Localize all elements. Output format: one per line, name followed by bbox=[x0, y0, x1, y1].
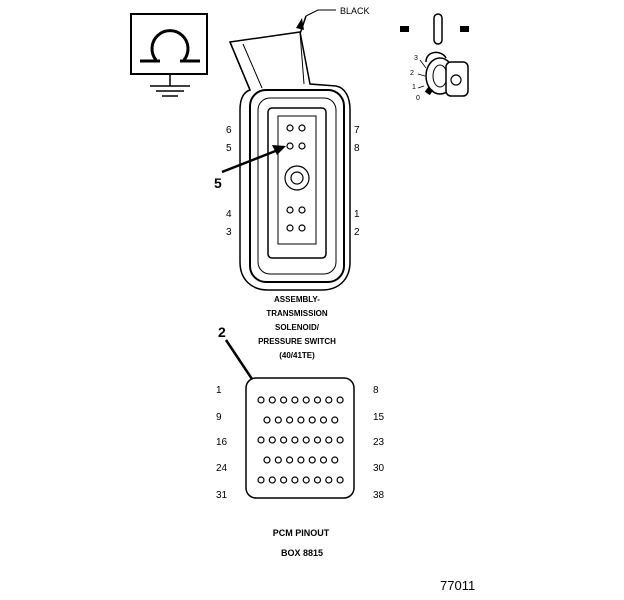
pcm-caption-line: BOX 8815 bbox=[281, 548, 323, 558]
pin-hole bbox=[268, 436, 276, 444]
pin-hole bbox=[308, 416, 316, 424]
solenoid-pin-label: 3 bbox=[226, 227, 232, 238]
pin-hole bbox=[286, 416, 294, 424]
solenoid-pin-label: 8 bbox=[354, 143, 360, 154]
pin-hole bbox=[280, 476, 288, 484]
pin-hole bbox=[280, 396, 288, 404]
figure-number: 77011 bbox=[440, 578, 475, 593]
pin-hole bbox=[325, 396, 333, 404]
pcm-row-label: 9 bbox=[216, 412, 222, 423]
callout-arrow bbox=[221, 145, 286, 174]
pin-hole bbox=[325, 476, 333, 484]
component-caption-line: ASSEMBLY- bbox=[274, 295, 320, 304]
pin-hole bbox=[263, 456, 271, 464]
pcm-row-label: 38 bbox=[373, 490, 385, 501]
ignition-position-label: 1 bbox=[412, 84, 416, 91]
pin-hole bbox=[298, 206, 306, 214]
pin-hole bbox=[302, 436, 310, 444]
wire-color-label: BLACK bbox=[340, 6, 370, 16]
pin-hole bbox=[331, 416, 339, 424]
pin-hole bbox=[308, 456, 316, 464]
pin-hole bbox=[274, 416, 282, 424]
pin-hole bbox=[268, 476, 276, 484]
pin-hole bbox=[286, 206, 294, 214]
pin-hole bbox=[291, 396, 299, 404]
pcm-row-label: 23 bbox=[373, 437, 385, 448]
pcm-row-label: 31 bbox=[216, 490, 228, 501]
callout-number: 2 bbox=[218, 324, 226, 340]
pin-hole bbox=[336, 476, 344, 484]
ignition-position-label: 3 bbox=[414, 55, 418, 62]
component-caption-line: SOLENOID/ bbox=[275, 323, 320, 332]
pcm-row-label: 8 bbox=[373, 385, 379, 396]
solenoid-pin-label: 5 bbox=[226, 143, 232, 154]
pin-hole bbox=[297, 456, 305, 464]
pin-hole bbox=[313, 436, 322, 444]
pcm-caption-line: PCM PINOUT bbox=[273, 528, 330, 538]
wire-lead bbox=[296, 9, 336, 35]
ignition-position-label: 0 bbox=[416, 95, 420, 102]
solenoid-pin-label: 1 bbox=[354, 209, 360, 220]
pin-hole bbox=[319, 416, 328, 424]
component-caption-line: PRESSURE SWITCH bbox=[258, 337, 336, 346]
solenoid-pin-label: 2 bbox=[354, 227, 360, 238]
pin-hole bbox=[325, 436, 333, 444]
pcm-pinout-box bbox=[245, 377, 355, 499]
pin-hole bbox=[257, 476, 265, 484]
pin-hole bbox=[313, 396, 322, 404]
pin-hole bbox=[280, 436, 288, 444]
pin-hole bbox=[331, 456, 339, 464]
pin-hole bbox=[291, 476, 299, 484]
pin-hole bbox=[302, 476, 310, 484]
pin-hole bbox=[291, 436, 299, 444]
ignition-key-icon bbox=[400, 13, 469, 97]
solenoid-connector bbox=[228, 31, 351, 291]
pcm-row-label: 1 bbox=[216, 385, 222, 396]
pin-hole bbox=[298, 142, 306, 150]
solenoid-pin-label: 6 bbox=[226, 125, 232, 136]
solenoid-pin-holes bbox=[286, 124, 306, 232]
pin-hole bbox=[302, 396, 310, 404]
pin-hole bbox=[286, 224, 294, 232]
pin-hole bbox=[286, 456, 294, 464]
pin-hole bbox=[313, 476, 322, 484]
component-caption-line: (40/41TE) bbox=[279, 351, 315, 360]
pcm-pin-holes bbox=[257, 396, 344, 484]
pin-hole bbox=[298, 124, 306, 132]
pin-hole bbox=[336, 396, 344, 404]
pin-hole bbox=[268, 396, 276, 404]
pin-hole bbox=[298, 224, 306, 232]
ground-symbol-icon bbox=[150, 74, 190, 97]
component-caption-line: TRANSMISSION bbox=[266, 309, 328, 318]
pcm-row-label: 24 bbox=[216, 463, 228, 474]
pcm-row-label: 30 bbox=[373, 463, 385, 474]
pin-hole bbox=[297, 416, 305, 424]
ohmmeter-icon bbox=[130, 13, 208, 75]
pin-hole bbox=[257, 396, 265, 404]
pin-hole bbox=[319, 456, 328, 464]
solenoid-pin-label: 4 bbox=[226, 209, 232, 220]
pcm-row-label: 15 bbox=[373, 412, 385, 423]
pin-hole bbox=[336, 436, 344, 444]
pin-hole bbox=[286, 124, 294, 132]
pin-hole bbox=[274, 456, 282, 464]
pin-hole bbox=[286, 142, 294, 150]
solenoid-pin-label: 7 bbox=[354, 125, 360, 136]
ignition-position-label: 2 bbox=[410, 70, 414, 77]
callout-number: 5 bbox=[214, 175, 222, 191]
pcm-row-label: 16 bbox=[216, 437, 228, 448]
pin-hole bbox=[257, 436, 265, 444]
pin-hole bbox=[263, 416, 271, 424]
